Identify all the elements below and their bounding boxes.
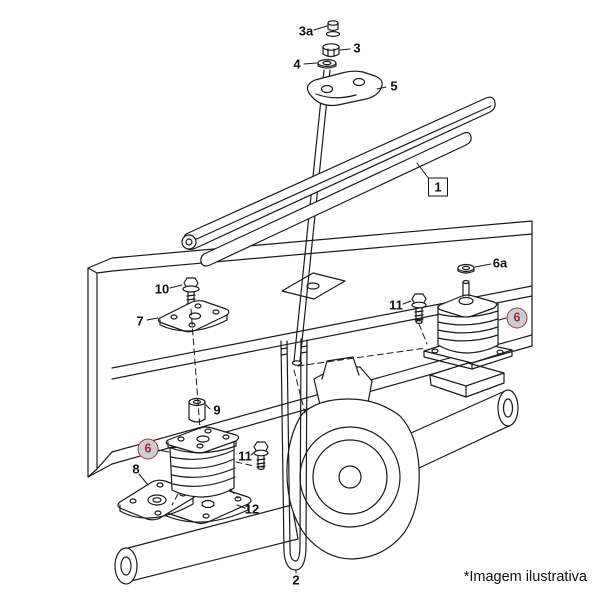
callout-11-left: 11 — [238, 448, 252, 464]
bolt-11-left — [253, 441, 269, 471]
callout-5: 5 — [390, 78, 398, 94]
callout-6a: 6a — [492, 255, 508, 271]
callout-11-right: 11 — [389, 297, 403, 313]
callout-3a: 3a — [298, 23, 314, 39]
leader-lines — [138, 25, 507, 574]
callout-12: 12 — [244, 501, 260, 517]
axle-assembly — [114, 356, 519, 585]
callout-4: 4 — [293, 56, 301, 72]
callout-1: 1 — [428, 177, 448, 197]
callout-6-right: 6 — [506, 307, 528, 329]
assembly-alignment-lines — [171, 308, 428, 506]
clamp-bracket — [306, 70, 383, 107]
illustrative-image-note: *Imagem ilustrativa — [463, 569, 587, 585]
washer — [317, 58, 337, 69]
callout-8: 8 — [132, 461, 140, 477]
washer-6a — [457, 263, 475, 274]
callout-3: 3 — [353, 40, 361, 56]
plate-7 — [157, 300, 230, 333]
callout-10: 10 — [154, 281, 170, 297]
callout-7: 7 — [136, 313, 144, 329]
bolt-10 — [182, 277, 200, 309]
spacer-9 — [188, 397, 206, 423]
callout-6-left: 6 — [137, 438, 159, 460]
leaf-spring — [181, 96, 496, 267]
lock-nut — [325, 20, 341, 38]
bolt-11-right — [411, 293, 427, 325]
nut — [322, 43, 340, 58]
callout-9: 9 — [213, 402, 221, 418]
spring-seat-pad — [281, 272, 346, 300]
callout-2: 2 — [292, 572, 300, 588]
rubber-spring-left — [165, 426, 240, 498]
rubber-spring-right — [423, 279, 513, 370]
